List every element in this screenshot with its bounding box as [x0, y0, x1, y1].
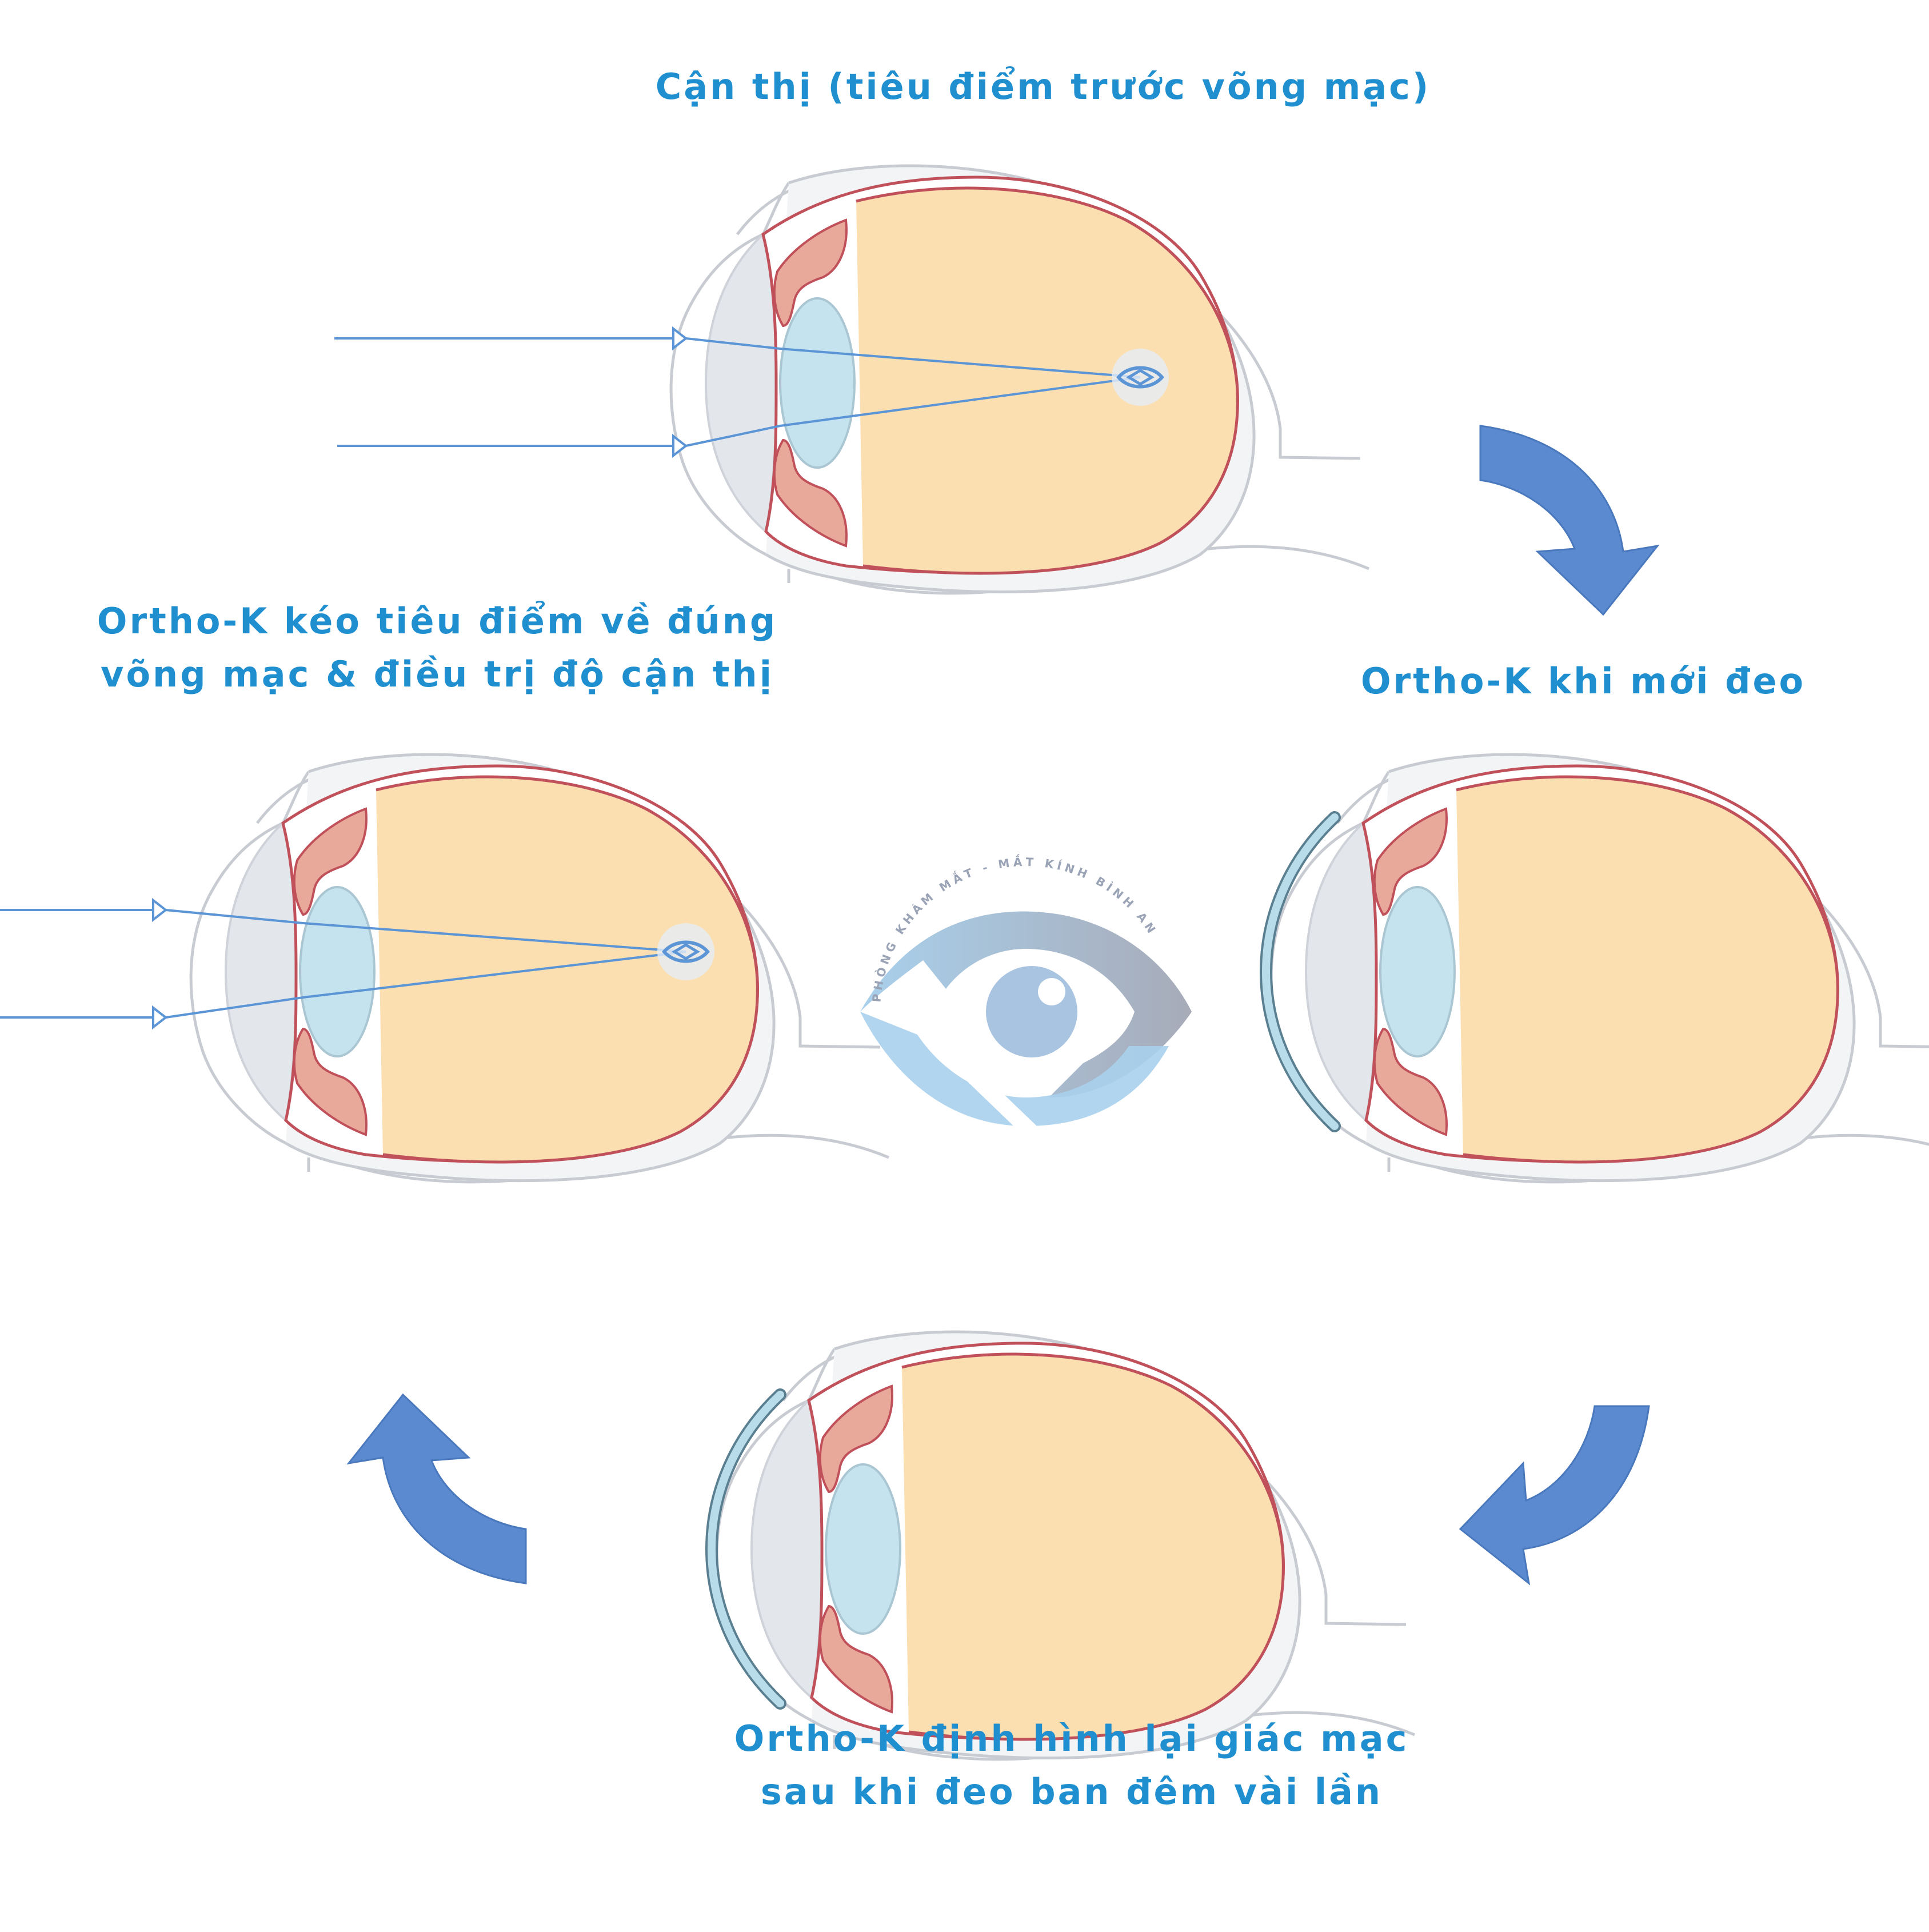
light-rays-corrected [0, 897, 686, 1030]
eye-focus-icon-corrected [657, 923, 714, 980]
curved-arrow-icon [348, 1394, 527, 1584]
caption-corrected-line2: võng mạc & điều trị độ cận thị [101, 653, 774, 695]
caption-myopia: Cận thị (tiêu điểm trước võng mạc) [655, 66, 1431, 107]
clinic-logo: PHÒNG KHÁM MẮT - MẮT KÍNH BÌNH AN [860, 854, 1192, 1149]
eye-myopia [334, 166, 1369, 593]
caption-reshaped-line2: sau khi đeo ban đêm vài lần [760, 1771, 1383, 1813]
curved-arrow-icon [1459, 1405, 1650, 1584]
caption-first-wear: Ortho-K khi mới đeo [1360, 660, 1806, 702]
eye-reshaped [712, 1332, 1415, 1759]
caption-corrected: Ortho-K kéo tiêu điểm về đúng võng mạc &… [23, 594, 852, 701]
eye-first-wear [1266, 755, 1929, 1182]
eye-focus-icon [1112, 349, 1169, 406]
caption-reshaped-line1: Ortho-K định hình lại giác mạc [734, 1718, 1409, 1759]
light-rays-myopia [334, 326, 1141, 458]
caption-corrected-line1: Ortho-K kéo tiêu điểm về đúng [97, 600, 778, 642]
caption-reshaped: Ortho-K định hình lại giác mạc sau khi đ… [543, 1712, 1600, 1818]
curved-arrow-icon [1479, 425, 1659, 616]
eye-corrected [0, 755, 889, 1182]
